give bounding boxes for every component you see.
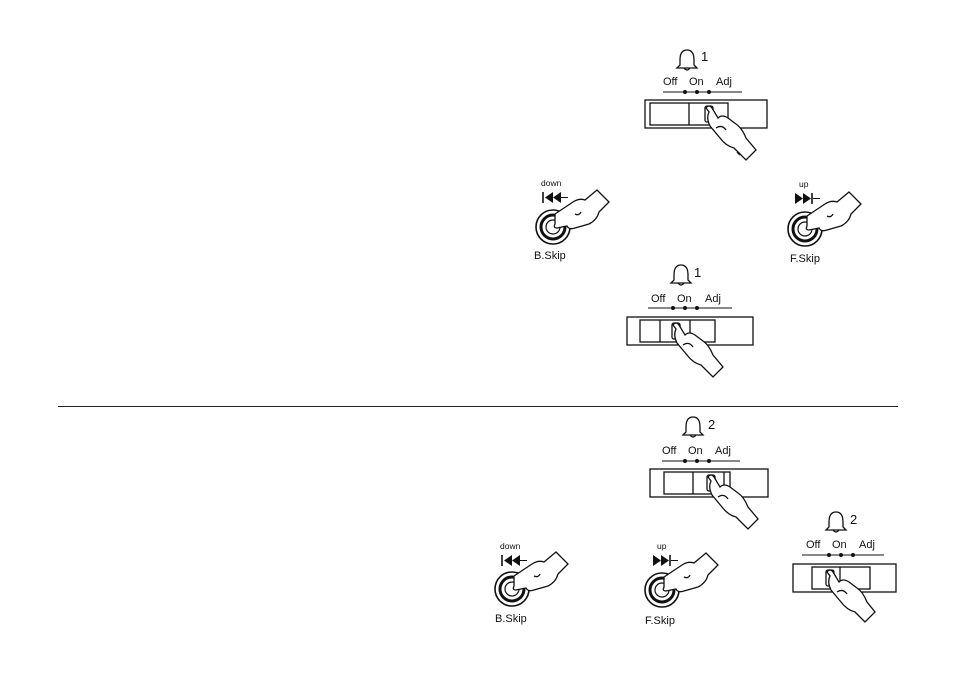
pointing-hand-icon — [827, 570, 875, 622]
